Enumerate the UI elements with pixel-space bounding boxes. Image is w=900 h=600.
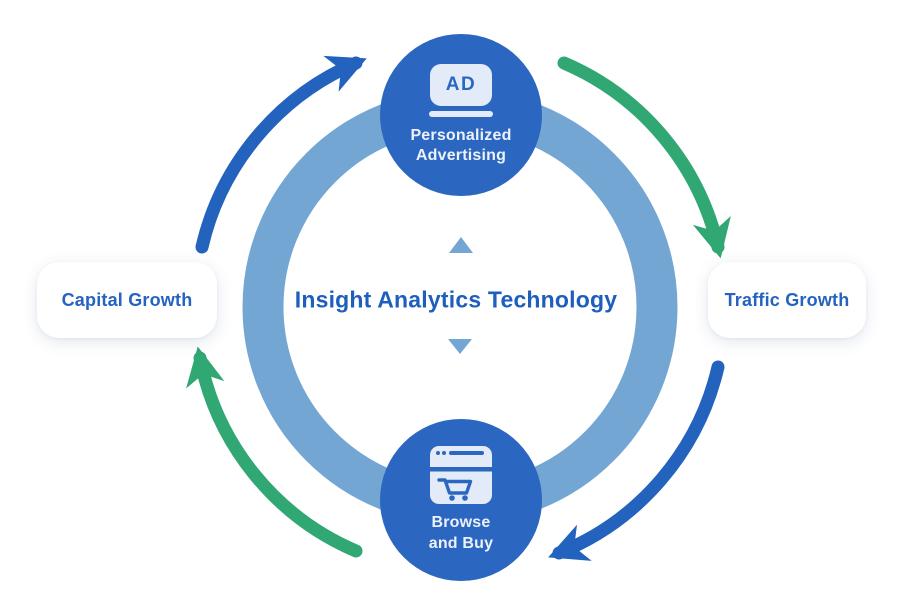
node-top-label: Personalized Advertising <box>410 126 512 164</box>
node-personalized-advertising: AD Personalized Advertising <box>380 34 542 196</box>
flow-arrow-left-to-top <box>195 55 367 254</box>
node-bottom-label: Browse and Buy <box>428 514 494 552</box>
traffic-growth-label: Traffic Growth <box>724 289 850 310</box>
flow-arrow-bottom-to-left <box>186 346 363 558</box>
capital-growth-label: Capital Growth <box>61 289 193 310</box>
browser-cart-icon <box>430 446 492 505</box>
diagram-title: Insight Analytics Technology <box>294 286 618 313</box>
flow-arrow-right-to-bottom <box>548 360 725 561</box>
ad-screen: AD <box>430 63 492 106</box>
flow-arrow-top-to-right <box>557 56 731 259</box>
node-browse-and-buy: Browse and Buy <box>380 419 542 581</box>
ad-base-bar <box>429 110 493 117</box>
ad-billboard-icon: AD <box>429 63 493 117</box>
center-down-triangle-icon <box>448 339 472 354</box>
center-up-triangle-icon <box>449 237 473 253</box>
ad-icon-text: AD <box>445 73 477 95</box>
label-card-capital-growth: Capital Growth <box>37 262 217 338</box>
label-card-traffic-growth: Traffic Growth <box>708 262 866 338</box>
